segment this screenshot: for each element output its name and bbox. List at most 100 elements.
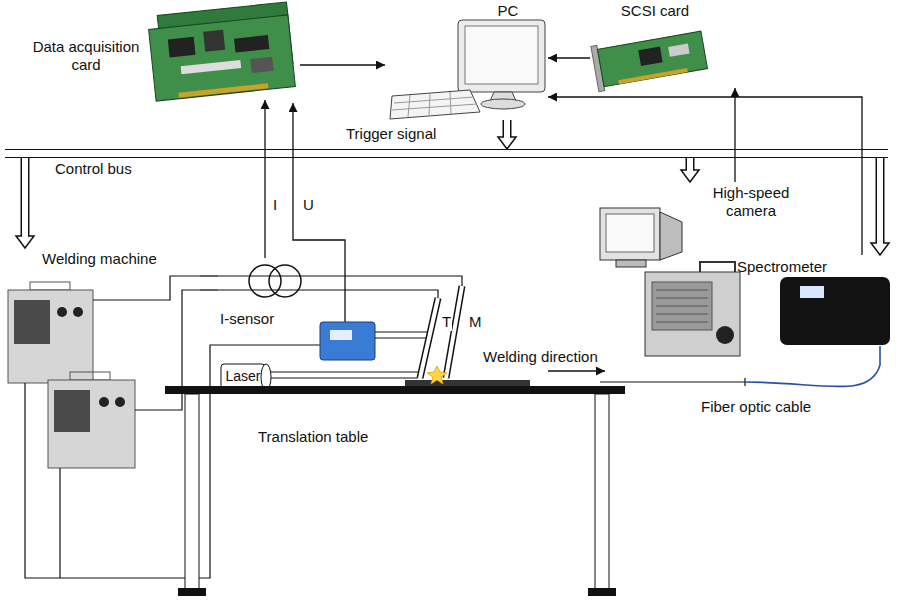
power-wire	[93, 276, 200, 300]
table-unit: Translation table	[165, 386, 625, 598]
voltage-sensor	[320, 322, 375, 360]
monitor-base	[616, 260, 646, 267]
node-label: Welding machine	[42, 250, 157, 268]
torch-rod	[446, 286, 462, 378]
node-label: SCSI card	[610, 2, 700, 20]
edge-connector	[618, 68, 688, 84]
table-foot	[178, 588, 206, 596]
pcb-board	[597, 31, 707, 87]
signal-label: I	[272, 196, 278, 214]
fiber-probe	[600, 378, 745, 386]
signal-label: Trigger signal	[345, 125, 437, 143]
welder-unit: Welding machine	[3, 248, 200, 472]
signal-line	[734, 88, 735, 182]
screen	[465, 26, 538, 84]
connector	[548, 97, 862, 255]
label-anchor: T	[441, 313, 452, 331]
welder-body	[48, 380, 135, 468]
label-anchor: U	[302, 196, 315, 214]
connector	[16, 158, 34, 248]
ground-wire	[59, 468, 60, 578]
bus-arrow-fill	[22, 158, 28, 238]
node-label: Data acquisition card	[30, 38, 142, 74]
connector	[265, 100, 266, 258]
welder-handle	[70, 372, 110, 380]
chip	[250, 57, 273, 73]
welder-knob	[115, 397, 125, 407]
label-anchor: Welding direction	[482, 348, 599, 366]
edge-connector	[178, 83, 268, 97]
coil-symbol	[249, 265, 281, 297]
node-label: Spectrometer	[737, 258, 827, 276]
power-wire	[218, 276, 462, 286]
voltage-signal-line	[293, 103, 345, 322]
chip	[168, 37, 196, 58]
connector	[200, 276, 218, 277]
chip	[203, 30, 225, 52]
pcb-board	[149, 15, 296, 101]
node-label: Laser	[220, 368, 266, 385]
torch-rod	[446, 286, 462, 378]
laser-beam	[271, 372, 418, 378]
spectrometer-unit: Spectrometer	[735, 255, 894, 348]
edge-label-anchor: I	[272, 196, 278, 214]
welder-panel	[54, 390, 90, 432]
keyboard-keys	[392, 92, 477, 117]
interface-card-art	[591, 27, 708, 92]
part-label: Welding direction	[482, 348, 599, 366]
coil-symbol	[269, 265, 301, 297]
chip	[234, 35, 269, 52]
bus-arrow-fill	[687, 158, 693, 172]
label-anchor: M	[468, 313, 483, 331]
bus-band: Control bus	[5, 149, 888, 158]
chip	[668, 44, 689, 57]
welder-body	[8, 290, 93, 383]
part-label: Fiber optic cable	[700, 398, 812, 416]
signal-line	[548, 97, 862, 255]
connector	[548, 58, 590, 59]
camera-lens	[716, 326, 734, 344]
monitor-back	[660, 212, 682, 260]
node-label: Translation table	[258, 428, 368, 446]
arc-glow	[427, 366, 447, 384]
sensor-lead	[375, 332, 430, 338]
bus-arrow-fill	[877, 158, 883, 245]
connector	[681, 158, 699, 182]
welder-knob	[99, 397, 109, 407]
signal-line	[264, 100, 265, 258]
monitor	[458, 20, 545, 92]
camera-handle	[700, 262, 735, 272]
ground-wire	[25, 345, 320, 578]
camera-screen	[606, 214, 654, 252]
torch-rod	[420, 298, 438, 378]
camera-body	[645, 272, 740, 356]
sensor-sticker	[330, 330, 352, 340]
camera-panel	[652, 282, 712, 330]
workpiece	[405, 380, 530, 386]
welder-knob	[57, 307, 67, 317]
signal-line	[548, 57, 590, 58]
torch-rod	[420, 298, 438, 378]
keyboard	[390, 90, 480, 119]
welder-knob	[73, 307, 83, 317]
table-leg	[185, 394, 199, 590]
laser-unit: Laser	[220, 363, 268, 391]
edge-label-anchor: Trigger signal	[345, 125, 437, 143]
signal-line	[300, 64, 385, 65]
power-wire	[218, 290, 438, 298]
connector	[871, 158, 889, 255]
pcb-art	[147, 2, 295, 101]
monitor-base	[481, 99, 525, 109]
current-sensor-unit: I-sensor	[218, 258, 303, 332]
connector	[300, 65, 385, 66]
node-label: Control bus	[55, 160, 132, 178]
node-label: I-sensor	[220, 310, 274, 328]
connector	[735, 88, 736, 182]
spectrometer-badge	[800, 286, 824, 298]
fiber-cable	[745, 346, 880, 387]
node-label: High-speed camera	[708, 184, 794, 220]
node-label: PC	[491, 2, 525, 20]
